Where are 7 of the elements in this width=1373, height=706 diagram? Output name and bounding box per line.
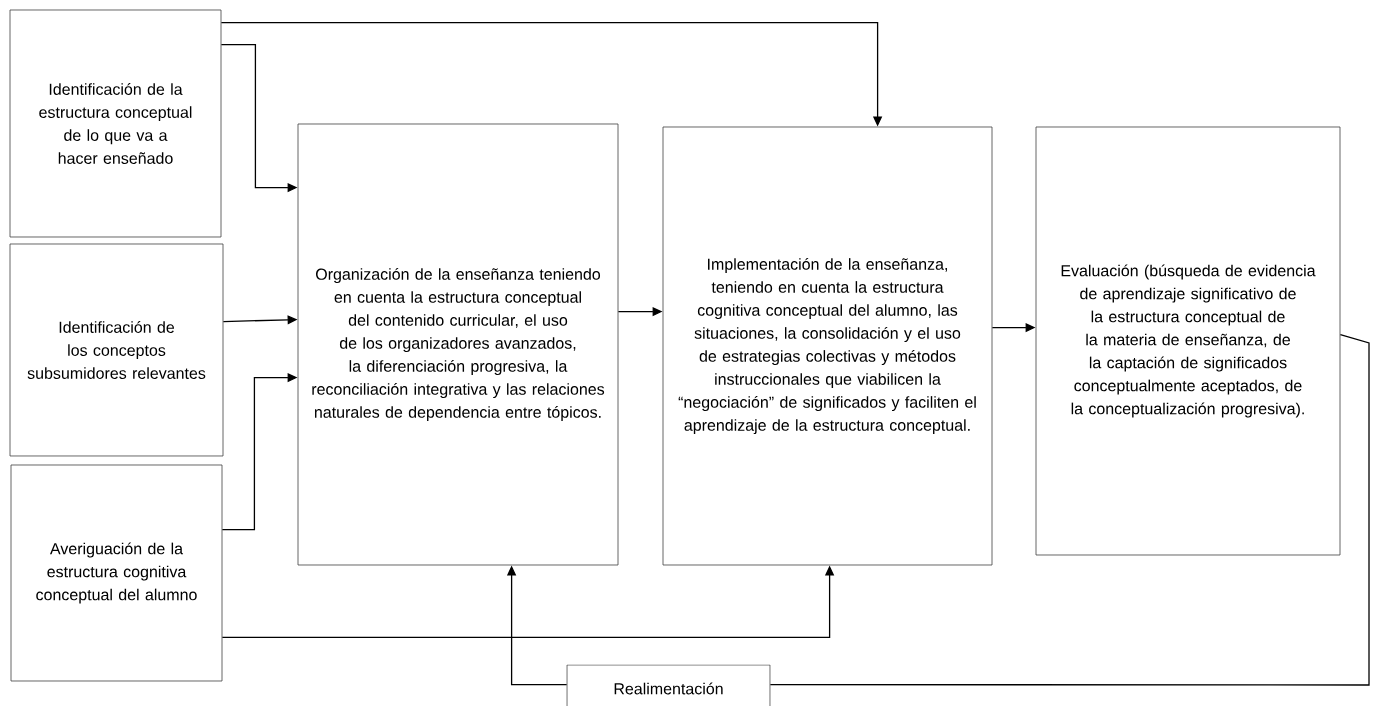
process-box: Organización de la enseñanza teniendo en cuenta la estructura conceptual del contenido curricular, el uso de los organizadores avanzados, la diferenciación progresiva, la reconciliación integrativa y las relaciones naturales de dependencia entre tópicos. xyxy=(297,123,619,566)
feedback-box: Realimentación xyxy=(566,664,771,706)
process-box: Averiguación de la estructura cognitiva conceptual del alumno xyxy=(10,464,223,682)
process-box: Identificación de los conceptos subsumidores relevantes xyxy=(9,243,224,457)
process-box: Implementación de la enseñanza, teniendo en cuenta la estructura cognitiva conceptual del alumno, las situaciones, la consolidación y el uso de estrategias colectivas y métodos instruccionales que viabilicen la “negociación” de significados y faciliten el aprendizaje de la estructura conceptual. xyxy=(662,126,993,566)
process-box: Identificación de la estructura conceptual de lo que va a hacer enseñado xyxy=(9,9,222,238)
process-box: Evaluación (búsqueda de evidencia de aprendizaje significativo de la estructura conceptual de la materia de enseñanza, de la captación de significados conceptualmente aceptados, de la conceptualización progresiva). xyxy=(1035,126,1341,556)
